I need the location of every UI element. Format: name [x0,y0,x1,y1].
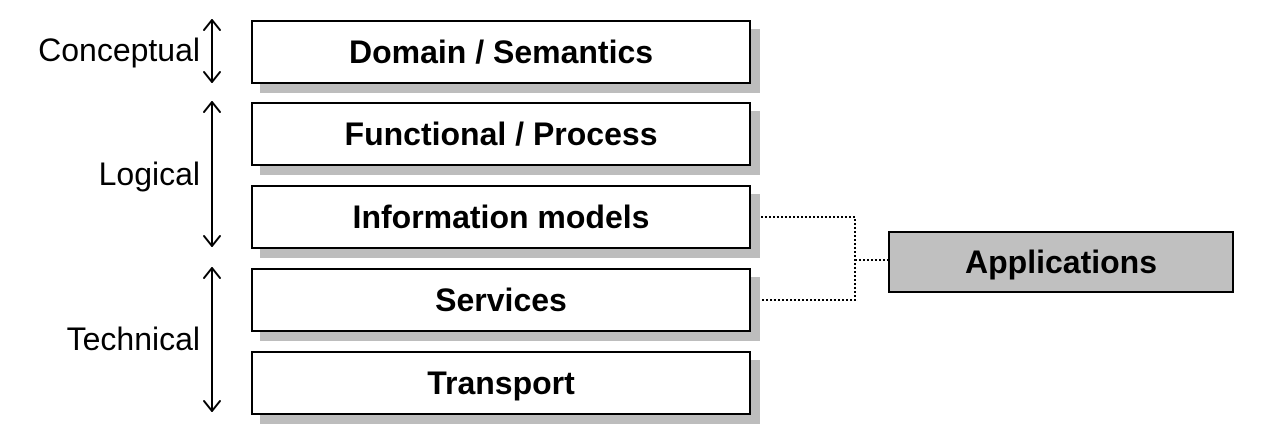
conceptual-range-arrow [203,19,221,83]
connector-information-models [753,216,856,301]
layer-domain-semantics: Domain / Semantics [251,20,751,84]
category-conceptual-label: Conceptual [38,32,200,68]
layer-services: Services [251,268,751,332]
logical-range-arrow [203,101,221,247]
category-technical-label: Technical [66,321,200,357]
applications-box: Applications [888,231,1234,293]
layer-information-models: Information models [251,185,751,249]
category-logical-label: Logical [98,156,200,192]
technical-range-arrow [203,267,221,412]
layer-functional-process: Functional / Process [251,102,751,166]
layer-transport: Transport [251,351,751,415]
